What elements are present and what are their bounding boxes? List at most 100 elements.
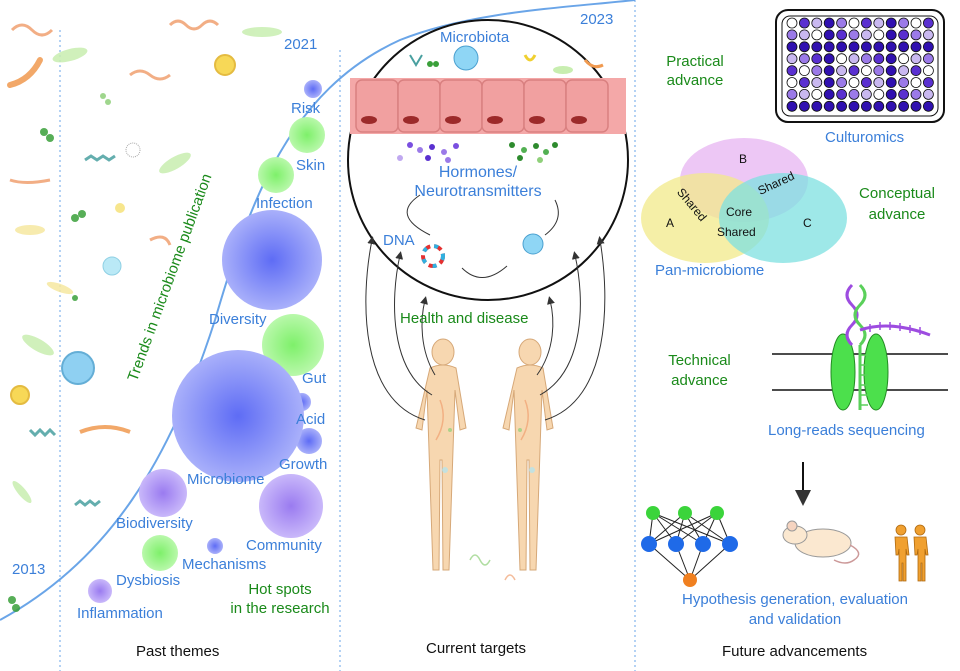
dna-plasmid: [421, 244, 445, 268]
plate-well: [786, 53, 798, 65]
pan-microbiome-label: Pan-microbiome: [655, 262, 765, 279]
plate-well: [873, 53, 885, 65]
plate-well: [923, 41, 934, 53]
bubble-infection: [258, 157, 294, 193]
bubble-mechanisms: [207, 538, 223, 554]
bubble-dysbiosis: [142, 535, 178, 571]
plate-well: [885, 29, 897, 41]
plate-well: [836, 41, 847, 53]
footer-past-themes: Past themes: [136, 643, 220, 660]
label-skin: Skin: [296, 157, 326, 174]
conceptual-line1: Conceptual: [859, 185, 935, 202]
inner-curve-bottom: [461, 265, 508, 278]
plate-well: [861, 100, 872, 112]
label-gut: Gut: [302, 370, 327, 387]
plate-well: [836, 89, 847, 100]
plate-well: [910, 17, 922, 29]
culturomics-label: Culturomics: [825, 129, 905, 146]
bubbles: [88, 80, 325, 603]
plate-well: [786, 100, 798, 112]
plate-well: [811, 41, 823, 53]
plate-well: [898, 100, 909, 112]
plate-well: [811, 77, 823, 88]
plate-well: [823, 65, 835, 76]
plate-well: [861, 89, 872, 100]
plate-well: [910, 89, 922, 100]
plate-well: [910, 41, 922, 53]
bubble-gut: [262, 314, 324, 376]
hormones-line1: Hormones/: [438, 164, 518, 181]
body-to-circle-arrows: [365, 236, 606, 421]
plate-well: [823, 17, 835, 29]
plate-well: [848, 53, 860, 65]
epithelium-layer: [350, 78, 626, 134]
plate-well: [873, 100, 885, 112]
label-growth: Growth: [279, 456, 328, 473]
plate-well: [898, 89, 909, 100]
plate-well: [885, 17, 897, 29]
plate-well: [799, 29, 810, 41]
plate-well: [799, 53, 810, 65]
bubble-skin: [289, 117, 325, 153]
neurotransmitter-dots: [397, 142, 558, 163]
plate-well: [811, 17, 823, 29]
plate-well: [786, 17, 798, 29]
human-pair-icon: [894, 524, 929, 582]
plate-well: [873, 17, 885, 29]
plate-well: [898, 17, 909, 29]
bubble-diversity: [222, 210, 322, 310]
plate-well: [848, 77, 860, 88]
plate-well: [799, 17, 810, 29]
plate-well: [873, 89, 885, 100]
plate-well: [898, 29, 909, 41]
year-2021-label: 2021: [284, 36, 318, 53]
plate-well: [848, 89, 860, 100]
label-acid: Acid: [296, 411, 326, 428]
plate-well: [861, 53, 872, 65]
hormones-line2: Neurotransmitters: [414, 183, 542, 200]
plate-well: [786, 29, 798, 41]
year-2023-label: 2023: [580, 11, 614, 28]
plate-well: [923, 17, 934, 29]
plate-well: [885, 89, 897, 100]
plate-well: [910, 29, 922, 41]
culturomics-plate: [775, 9, 945, 123]
venn-diagram: [641, 138, 847, 263]
plate-well: [823, 89, 835, 100]
plate-well: [836, 100, 847, 112]
plate-well: [910, 77, 922, 88]
label-community: Community: [246, 537, 322, 554]
plate-well: [885, 41, 897, 53]
plate-well: [823, 29, 835, 41]
bubble-biodiversity: [139, 469, 187, 517]
venn-label-c: C: [803, 216, 812, 230]
plate-well: [799, 65, 810, 76]
venn-label-a: A: [666, 216, 675, 230]
plate-well: [836, 17, 847, 29]
venn-label-b: B: [739, 152, 748, 166]
plate-well: [873, 77, 885, 88]
plate-well: [786, 77, 798, 88]
label-infection: Infection: [256, 195, 313, 212]
plate-well: [811, 100, 823, 112]
hypothesis-line2: and validation: [748, 611, 842, 628]
plate-well: [923, 29, 934, 41]
plate-well: [811, 89, 823, 100]
footer-future-advancements: Future advancements: [722, 643, 868, 660]
bubble-risk: [304, 80, 322, 98]
plate-well: [836, 29, 847, 41]
health-disease-label: Health and disease: [400, 310, 529, 327]
plate-well: [836, 77, 847, 88]
plate-well: [923, 77, 934, 88]
plate-well: [811, 65, 823, 76]
plate-well: [836, 53, 847, 65]
plate-well: [861, 41, 872, 53]
plate-well: [898, 41, 909, 53]
plate-well: [923, 53, 934, 65]
venn-c: [719, 173, 847, 263]
plate-well: [848, 29, 860, 41]
neural-network: [641, 506, 738, 587]
microbiota-microbes: [409, 45, 604, 74]
mouse-icon: [782, 520, 860, 564]
plate-well: [923, 89, 934, 100]
